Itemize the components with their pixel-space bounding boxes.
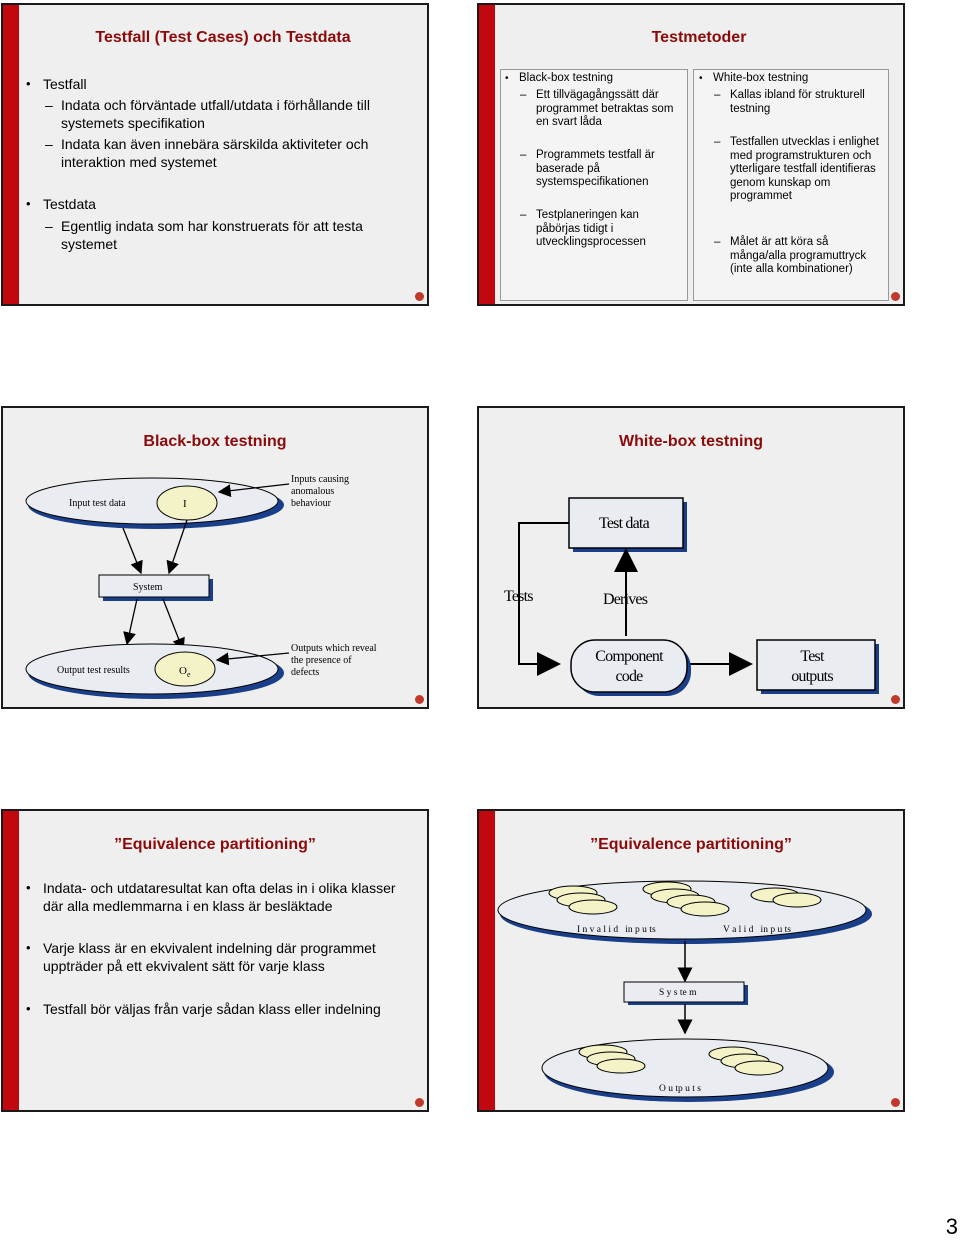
black-box-column — [500, 69, 688, 301]
partition-diagram: I n v a l i d in p u ts V a l i d in p u… — [497, 880, 872, 1102]
outputs-label: O u tp u t s — [659, 1084, 701, 1094]
slide-accent-bar — [479, 5, 495, 304]
slide-black-box-testing: Black-box testning Input test data I Inp… — [1, 406, 429, 709]
test-data-box — [568, 497, 684, 549]
bullet: •Testfall — [26, 76, 87, 92]
bullet: •Testfall bör väljas från varje sådan kl… — [26, 1001, 381, 1017]
slide-test-cases: Testfall (Test Cases) och Testdata •Test… — [1, 3, 429, 306]
input-subset-ellipse — [156, 485, 218, 521]
oe-label: Oe — [179, 665, 191, 679]
white-box-column — [693, 69, 889, 301]
inputs-causing-line: anomalous — [291, 486, 334, 497]
slide-accent-bar — [479, 811, 495, 1110]
invalid-inputs-label: I n v a l i d in p u ts — [577, 925, 656, 935]
bullet: •Testdata — [26, 196, 96, 212]
valid-inputs-label: V a l i d in p u ts — [723, 925, 791, 935]
bullet: •Indata- och utdataresultat kan ofta del… — [26, 880, 396, 914]
slide-title: ”Equivalence partitioning” — [590, 836, 792, 853]
derives-label: Derives — [603, 591, 648, 608]
logo-icon — [891, 1098, 900, 1107]
outputs-which-line: defects — [291, 667, 319, 678]
slide-title: ”Equivalence partitioning” — [114, 836, 316, 853]
sub-bullet: –Ett tillvägagångssätt där programmet be… — [520, 89, 674, 128]
sub-bullet: –Kallas ibland för strukturell testning — [714, 89, 865, 115]
sub-bullet: –Indata kan även innebära särskilda akti… — [45, 136, 369, 170]
test-data-label: Test data — [599, 515, 650, 532]
input-test-data-label: Input test data — [69, 498, 126, 509]
logo-icon — [891, 292, 900, 301]
logo-icon — [415, 1098, 424, 1107]
output-subset-ellipse — [154, 651, 216, 687]
logo-icon — [415, 695, 424, 704]
output-test-results-label: Output test results — [57, 665, 130, 676]
slide-test-methods: Testmetoder •Black-box testning –Ett til… — [477, 3, 905, 306]
inputs-causing-line: behaviour — [291, 498, 332, 509]
white-box-diagram: Test data Tests Derives Component code T… — [504, 497, 879, 696]
system-label: System — [133, 582, 163, 593]
sub-bullet: –Testfallen utvecklas i enlighet med pro… — [714, 136, 879, 202]
slide-title: Testmetoder — [651, 29, 747, 46]
system-box — [98, 574, 210, 598]
slide-equivalence-partitioning-text: ”Equivalence partitioning” •Indata- och … — [1, 809, 429, 1112]
i-label: I — [183, 498, 187, 510]
bullet: •Black-box testning — [505, 72, 613, 84]
slide-white-box-testing: White-box testning Test data Tests Deriv… — [477, 406, 905, 709]
slide-accent-bar — [3, 811, 19, 1110]
black-box-diagram: Input test data I Inputs causing anomalo… — [25, 474, 377, 699]
page-number: 3 — [945, 1214, 958, 1239]
outputs-which-line: Outputs which reveal — [291, 643, 377, 654]
sub-bullet: –Målet är att köra så många/alla program… — [714, 236, 867, 275]
test-outputs-box — [756, 639, 876, 691]
system-box — [623, 981, 745, 1003]
logo-icon — [415, 292, 424, 301]
component-code-line: Component — [595, 648, 664, 665]
component-code-box — [570, 639, 688, 693]
slide-title: White-box testning — [619, 433, 763, 450]
component-code-line: code — [615, 668, 643, 685]
tests-label: Tests — [504, 588, 533, 605]
sub-bullet: –Testplaneringen kan påbörjas tidigt i u… — [520, 209, 646, 248]
sub-bullet: –Egentlig indata som har konstruerats fö… — [45, 218, 363, 252]
slide-title: Black-box testning — [143, 433, 287, 450]
slide-accent-bar — [3, 5, 19, 304]
system-label: S y s te m — [659, 988, 697, 998]
logo-icon — [891, 695, 900, 704]
bullet: •White-box testning — [699, 72, 809, 84]
slide-equivalence-partitioning-diagram: ”Equivalence partitioning” I n v a l i d… — [477, 809, 905, 1112]
sub-bullet: –Indata och förväntade utfall/utdata i f… — [45, 97, 370, 131]
bullet: •Varje klass är en ekvivalent indelning … — [26, 940, 376, 974]
sub-bullet: –Programmets testfall är baserade på sys… — [520, 149, 655, 188]
slide-title: Testfall (Test Cases) och Testdata — [95, 29, 351, 46]
test-outputs-line: Test — [800, 648, 825, 665]
outputs-which-line: the presence of — [291, 655, 352, 666]
test-outputs-line: outputs — [791, 668, 833, 685]
inputs-causing-line: Inputs causing — [291, 474, 349, 485]
